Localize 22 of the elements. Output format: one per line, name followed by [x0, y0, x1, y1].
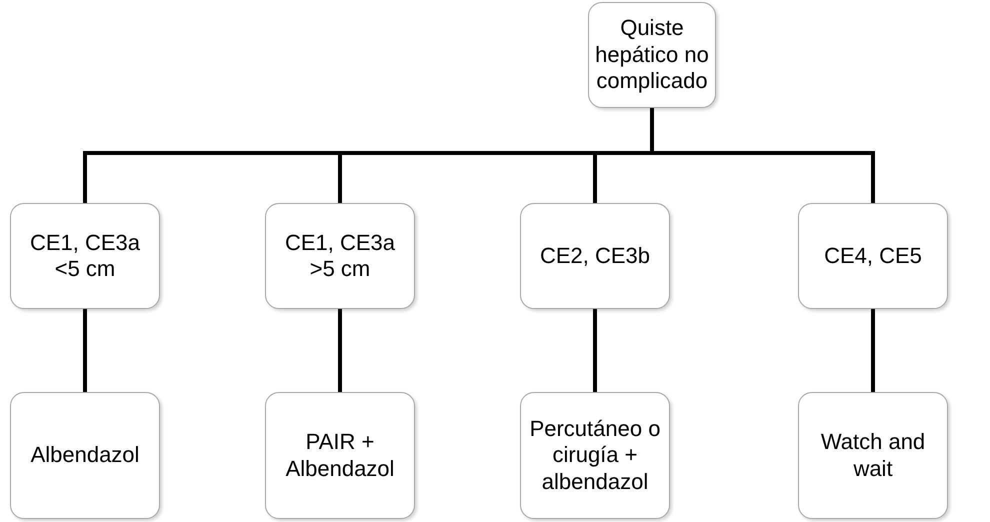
rounded-box — [520, 392, 670, 519]
rounded-box — [10, 203, 160, 309]
rounded-box — [265, 392, 415, 519]
box-label: Watch and wait — [820, 429, 926, 482]
connector-line — [338, 309, 342, 392]
rounded-box — [798, 203, 948, 309]
box-label: PAIR + Albendazol — [284, 429, 396, 482]
box-label: CE1, CE3a >5 cm — [284, 230, 396, 282]
box-label: CE2, CE3b — [540, 242, 650, 270]
rounded-box — [798, 392, 948, 519]
connector-line — [871, 309, 875, 392]
box-label: Quiste hepático no complicado — [595, 15, 709, 95]
rounded-box — [588, 2, 716, 108]
box-label: Percutáneo o cirugía + albendazol — [528, 416, 662, 496]
box-label: CE4, CE5 — [824, 242, 922, 270]
rounded-box — [520, 203, 670, 309]
connector-line — [593, 309, 597, 392]
box-label: CE1, CE3a <5 cm — [28, 230, 142, 282]
box-label: Albendazol — [30, 442, 140, 469]
rounded-box — [10, 392, 160, 519]
rounded-box — [265, 203, 415, 309]
connector-line — [83, 309, 87, 392]
